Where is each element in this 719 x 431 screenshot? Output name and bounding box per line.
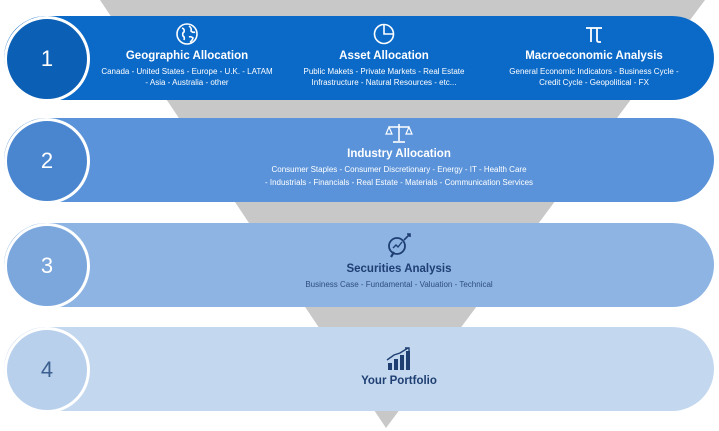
geographic-allocation-line-2: - Asia - Australia - other [145, 78, 229, 87]
funnel-triangle [100, 0, 705, 428]
step-3-band: 3 Securities Analysis Business Case - Fu… [4, 223, 714, 309]
geographic-allocation-column: Geographic Allocation Canada - United St… [87, 22, 287, 88]
your-portfolio-column: Your Portfolio [194, 347, 604, 388]
magnifier-chart-icon [388, 233, 411, 258]
securities-analysis-title: Securities Analysis [346, 263, 452, 275]
asset-allocation-line-2: Infrastructure - Natural Resources - etc… [311, 78, 457, 87]
step-1-band: 1 Geographic Allocation Canada - United … [4, 16, 714, 102]
securities-analysis-column: Securities Analysis Business Case - Fund… [194, 233, 604, 290]
macroeconomic-analysis-column: Macroeconomic Analysis General Economic … [494, 22, 694, 88]
step-2-band: 2 Industry Allocation Consumer Staples -… [4, 118, 714, 204]
industry-allocation-title: Industry Allocation [347, 148, 451, 160]
step-4-number: 4 [4, 327, 90, 413]
pie-chart-icon [373, 23, 395, 45]
industry-allocation-column: Industry Allocation Consumer Staples - C… [194, 122, 604, 188]
industry-allocation-line-1: Consumer Staples - Consumer Discretionar… [271, 165, 527, 174]
step-3-number: 3 [4, 223, 90, 309]
geographic-allocation-title: Geographic Allocation [125, 50, 249, 62]
scales-icon [385, 124, 413, 143]
industry-allocation-line-2: - Industrials - Financials - Real Estate… [264, 178, 534, 187]
your-portfolio-title: Your Portfolio [361, 375, 437, 387]
securities-analysis-line-1: Business Case - Fundamental - Valuation … [305, 280, 493, 289]
macroeconomic-analysis-line-2: Credit Cycle - Geopolitical - FX [539, 78, 649, 87]
bar-growth-icon [386, 347, 410, 370]
step-4-band: 4 Your Portfolio [4, 327, 714, 413]
macroeconomic-analysis-line-1: General Economic Indicators - Business C… [509, 67, 679, 76]
asset-allocation-line-1: Public Makets - Private Markets - Real E… [303, 67, 465, 76]
globe-icon [176, 23, 198, 45]
pi-icon [586, 27, 602, 43]
step-1-number: 1 [4, 16, 90, 102]
asset-allocation-column: Asset Allocation Public Makets - Private… [287, 22, 481, 88]
geographic-allocation-line-1: Canada - United States - Europe - U.K. -… [101, 67, 273, 76]
step-2-number: 2 [4, 118, 90, 204]
macroeconomic-analysis-title: Macroeconomic Analysis [525, 50, 663, 62]
asset-allocation-title: Asset Allocation [339, 50, 429, 62]
